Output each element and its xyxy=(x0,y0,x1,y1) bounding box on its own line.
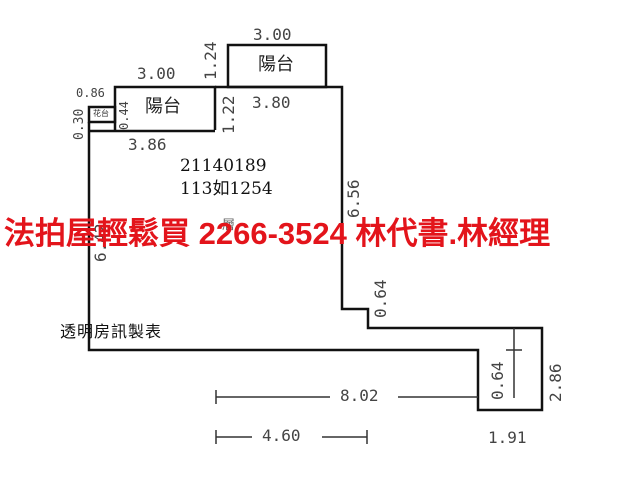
dim-right-wall: 6.56 xyxy=(344,179,363,218)
floor-label: 層 xyxy=(222,218,236,233)
dim-left-balcony-width: 3.00 xyxy=(137,64,176,83)
dim-upper-balcony-depth: 1.24 xyxy=(201,41,220,80)
advertisement-overlay: 法拍屋輕鬆買 2266-3524 林代書.林經理 xyxy=(4,216,551,251)
dim-main-top-right: 3.80 xyxy=(252,93,291,112)
credit-text: 透明房訊製表 xyxy=(60,322,163,341)
flower-bed-label: 花台 xyxy=(93,109,109,118)
case-number: 113如1254 xyxy=(180,179,273,199)
dim-partial-width: 4.60 xyxy=(262,426,301,445)
dim-flower-bed-depth: 0.30 xyxy=(72,108,87,140)
dim-annex-width: 1.91 xyxy=(488,428,527,447)
case-id: 21140189 xyxy=(180,156,267,176)
dim-total-width: 8.02 xyxy=(340,386,379,405)
dim-annex-depth: 0.64 xyxy=(488,361,507,400)
upper-balcony-label: 陽台 xyxy=(258,54,294,75)
dim-flower-bed-width: 0.86 xyxy=(76,86,105,100)
dim-main-top-left: 3.86 xyxy=(128,135,167,154)
dim-upper-balcony-width: 3.00 xyxy=(253,25,292,44)
dim-flower-bed-inner: 0.44 xyxy=(117,101,131,130)
left-balcony-label: 陽台 xyxy=(145,96,181,117)
dim-step: 0.64 xyxy=(371,279,390,318)
dim-annex-height: 2.86 xyxy=(546,363,565,402)
dim-left-balcony-inner: 1.22 xyxy=(219,95,238,134)
